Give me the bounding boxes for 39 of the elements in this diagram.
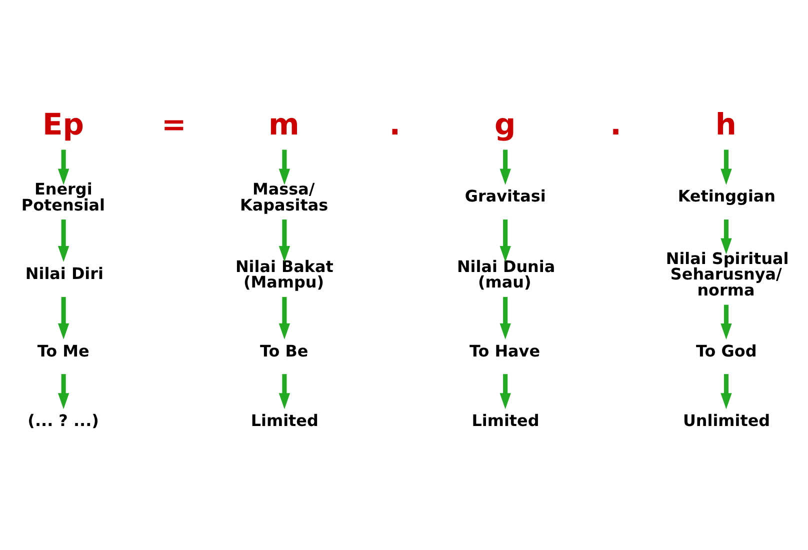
node-text: To Me bbox=[37, 341, 90, 360]
node-text: To God bbox=[696, 341, 757, 360]
arrow bbox=[278, 149, 290, 184]
node-text: Nilai Bakat (Mampu) bbox=[235, 256, 334, 292]
node-text: Energi Potensial bbox=[21, 178, 106, 214]
node-text: To Be bbox=[260, 341, 308, 360]
node-text: Gravitasi bbox=[464, 186, 546, 206]
label: . bbox=[610, 107, 622, 142]
arrow bbox=[500, 296, 511, 339]
node-text: To Have bbox=[469, 341, 540, 360]
arrow bbox=[500, 374, 511, 409]
node-text: (... ? ...) bbox=[28, 410, 99, 430]
arrow bbox=[58, 149, 70, 184]
node-text: Ep bbox=[42, 107, 84, 142]
arrow bbox=[58, 374, 70, 409]
node-text: Limited bbox=[250, 410, 318, 430]
node-text: g bbox=[494, 107, 516, 142]
arrow bbox=[500, 149, 511, 184]
node-text: Nilai Diri bbox=[25, 264, 104, 283]
node-text: Nilai Spiritual Seharusnya/ norma bbox=[666, 248, 789, 300]
node-text: m bbox=[268, 107, 300, 142]
arrow bbox=[58, 219, 70, 262]
arrow bbox=[278, 374, 290, 409]
arrow bbox=[500, 219, 511, 262]
arrow bbox=[278, 219, 290, 262]
arrow bbox=[720, 219, 732, 254]
arrow bbox=[720, 149, 732, 184]
node-text: Unlimited bbox=[682, 410, 770, 430]
arrow bbox=[58, 296, 70, 339]
node-text: h bbox=[715, 107, 736, 142]
node-text: Massa/ Kapasitas bbox=[240, 178, 328, 214]
node-text: Nilai Dunia (mau) bbox=[456, 256, 556, 292]
node-text: Limited bbox=[472, 410, 540, 430]
arrow bbox=[720, 374, 732, 409]
arrow bbox=[278, 296, 290, 339]
label: . bbox=[389, 107, 400, 142]
label: = bbox=[161, 107, 186, 142]
arrow bbox=[720, 304, 732, 339]
node-text: Ketinggian bbox=[678, 186, 776, 206]
